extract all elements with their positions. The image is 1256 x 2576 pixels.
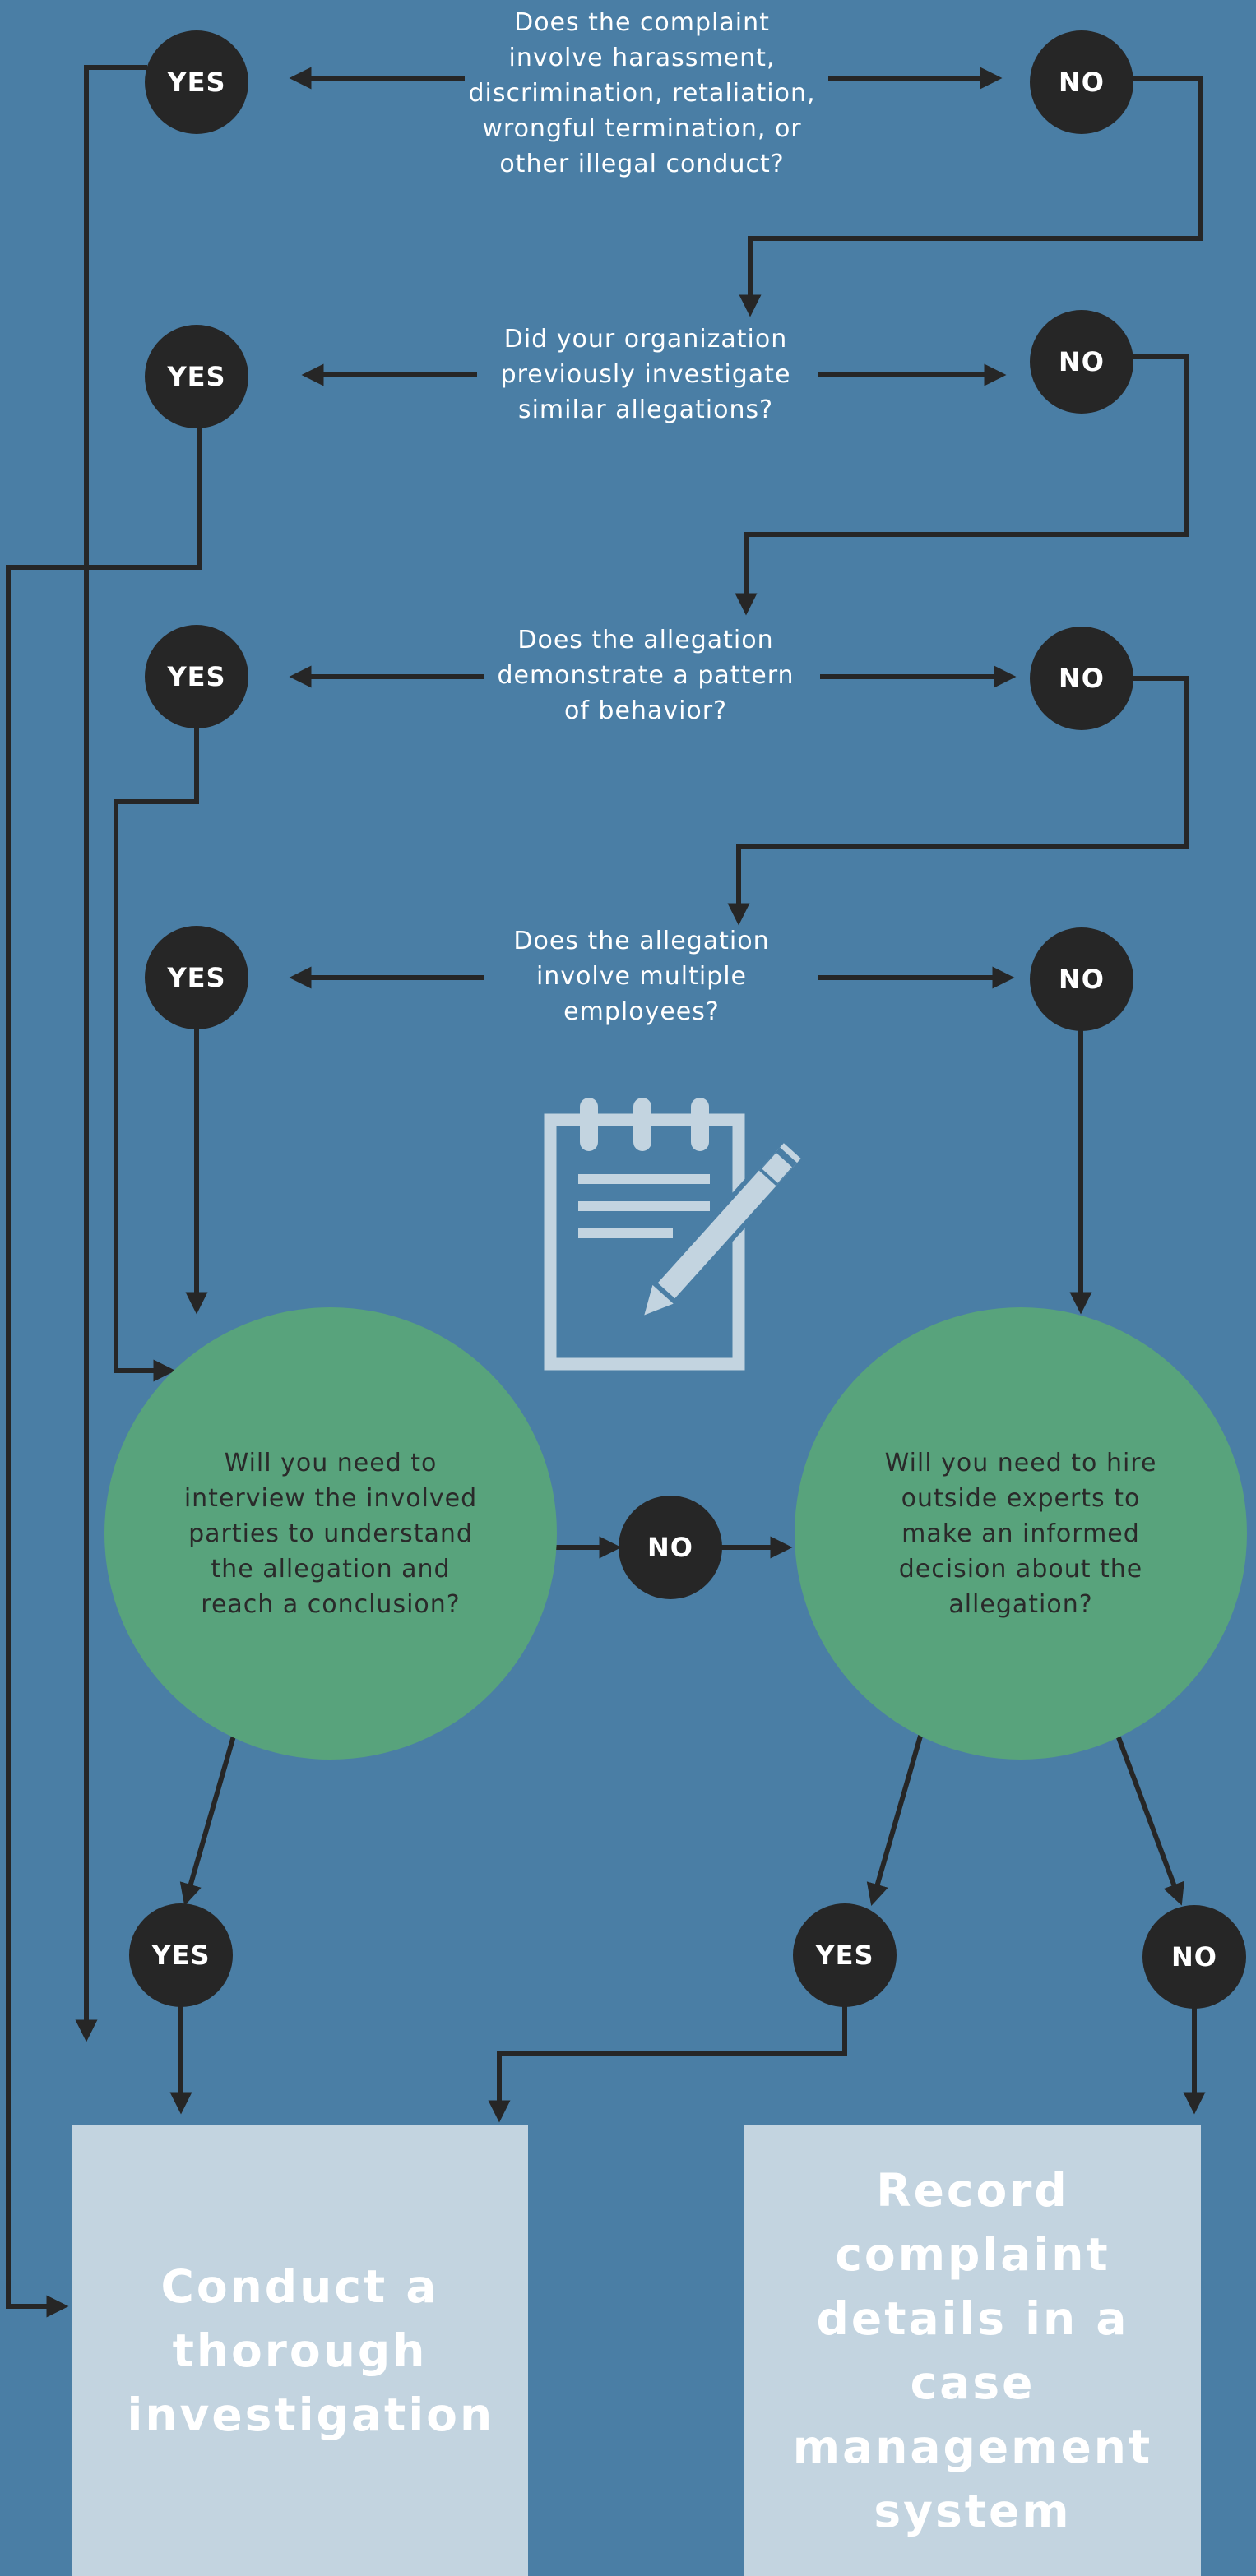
badge-yes-experts: YES [793,1903,897,2007]
outcome-conduct-investigation: Conduct a thorough investigation [72,2125,528,2576]
decision-circle-experts: Will you need to hire outside experts to… [795,1307,1247,1760]
badge-no-interview: NO [619,1496,722,1599]
badge-yes-interview: YES [129,1903,233,2007]
badge-yes-q4: YES [145,926,248,1029]
badge-no-q1: NO [1030,30,1133,134]
decision-circle-interview: Will you need to interview the involved … [104,1307,557,1760]
outcome-record-label: Record complaint details in a case manag… [792,2164,1153,2537]
badge-yes-q2: YES [145,325,248,428]
experts-no-arrow [1114,1730,1184,1906]
question-illegal-conduct: Does the complaint involve harassment, d… [468,7,816,178]
q2-yes-to-investigate [6,423,202,2318]
q3-no-to-q4 [727,676,1189,926]
outcome-record-complaint: Record complaint details in a case manag… [744,2125,1201,2576]
experts-yes-arrow [866,1730,925,1906]
experts-yes-to-investigate [488,2002,847,2123]
badge-no-q2: NO [1030,310,1133,414]
q1-no-to-q2 [739,76,1203,317]
badge-no-experts: NO [1142,1905,1246,2009]
badge-no-q3: NO [1030,627,1133,730]
question-multiple-employees: Does the allegation involve multiple emp… [513,926,770,1026]
decision-interview-text: Will you need to interview the involved … [183,1448,478,1619]
interview-yes-arrow [179,1730,238,1906]
q1-yes-to-investigate [75,65,147,2042]
badge-yes-q3: YES [145,625,248,728]
badge-yes-q1: YES [145,30,248,134]
q2-no-to-q3 [735,354,1189,616]
decision-experts-text: Will you need to hire outside experts to… [884,1448,1157,1619]
question-previous-investigation: Did your organization previously investi… [500,324,791,424]
notepad-pencil-icon [544,1098,809,1371]
q3-yes-to-interview [114,725,199,1382]
outcome-investigate-label: Conduct a thorough investigation [127,2260,495,2441]
question-pattern-of-behavior: Does the allegation demonstrate a patter… [497,625,795,725]
badge-no-q4: NO [1030,927,1133,1031]
